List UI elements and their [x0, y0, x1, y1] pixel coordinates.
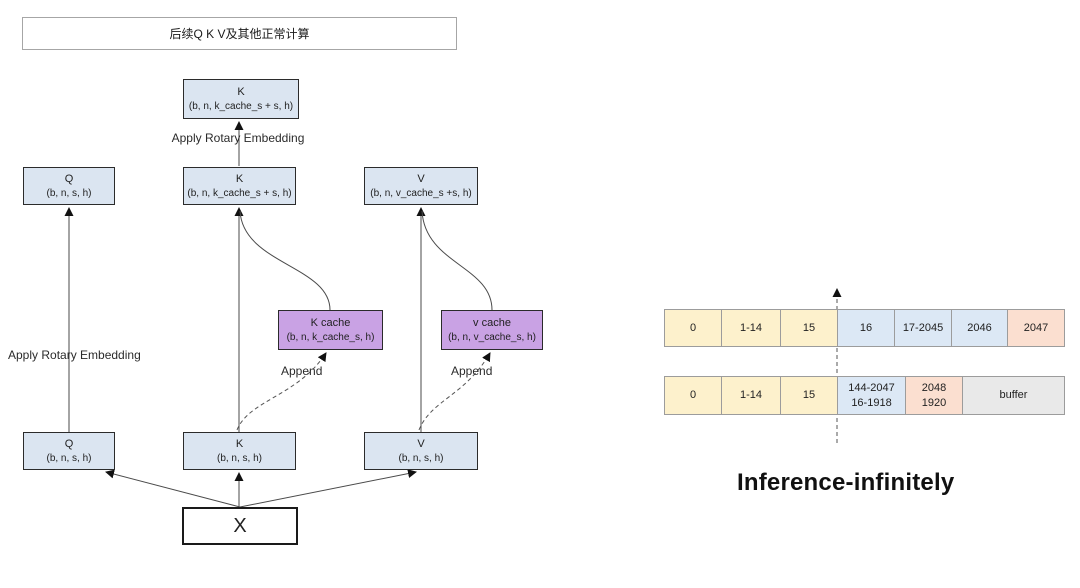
box-title: v cache	[473, 317, 511, 330]
cache-cell: 2047	[1008, 310, 1064, 346]
box-v-bottom: V (b, n, s, h)	[364, 432, 478, 470]
box-k-cache: K cache (b, n, k_cache_s, h)	[278, 310, 383, 350]
box-k-bottom: K (b, n, s, h)	[183, 432, 296, 470]
arrow-x-to-v	[239, 469, 417, 508]
box-x-input: X	[182, 507, 298, 545]
box-shape: (b, n, v_cache_s +s, h)	[370, 187, 472, 199]
box-q-bottom: Q (b, n, s, h)	[23, 432, 115, 470]
box-title: V	[417, 438, 425, 451]
cache-row-before: 0 1-14 15 16 17-2045 2046 2047	[664, 309, 1065, 347]
label-apply-rotary-top: Apply Rotary Embedding	[171, 131, 305, 145]
box-title: X	[233, 514, 247, 537]
box-title: V	[417, 173, 425, 186]
curve-v-cache-to-v-mid	[421, 210, 493, 311]
dashed-append-v-arrow	[418, 352, 491, 431]
box-k-top: K (b, n, k_cache_s + s, h)	[183, 79, 299, 119]
dashed-append-k-arrow	[236, 352, 327, 431]
box-shape: (b, n, k_cache_s + s, h)	[187, 187, 292, 199]
box-q-mid: Q (b, n, s, h)	[23, 167, 115, 205]
cache-cell: 15	[781, 310, 838, 346]
right-diagram-title: Inference-infinitely	[737, 469, 955, 496]
cache-cell: 15	[781, 377, 838, 414]
box-shape: (b, n, s, h)	[46, 187, 92, 199]
label-apply-rotary-left: Apply Rotary Embedding	[8, 348, 141, 362]
box-shape: (b, n, k_cache_s, h)	[286, 331, 375, 343]
banner-subsequent-compute: 后续Q K V及其他正常计算	[22, 17, 457, 50]
box-v-cache: v cache (b, n, v_cache_s, h)	[441, 310, 543, 350]
cache-cell: 1-14	[722, 377, 781, 414]
box-title: Q	[64, 438, 74, 451]
box-shape: (b, n, s, h)	[46, 452, 92, 464]
box-v-mid: V (b, n, v_cache_s +s, h)	[364, 167, 478, 205]
box-title: K	[235, 173, 244, 186]
cache-cell: 144-2047 16-1918	[838, 377, 906, 414]
box-shape: (b, n, v_cache_s, h)	[448, 331, 536, 343]
cache-cell: 17-2045	[895, 310, 952, 346]
cache-cell: 0	[665, 377, 722, 414]
box-title: Q	[64, 173, 74, 186]
cache-cell: 1-14	[722, 310, 781, 346]
cache-cell: 2046	[952, 310, 1008, 346]
box-title: K	[235, 438, 244, 451]
cache-row-after: 0 1-14 15 144-2047 16-1918 2048 1920 buf…	[664, 376, 1065, 415]
box-k-mid: K (b, n, k_cache_s + s, h)	[183, 167, 296, 205]
box-shape: (b, n, k_cache_s + s, h)	[188, 100, 294, 112]
box-title: K cache	[310, 317, 351, 330]
cache-cell: 2048 1920	[906, 377, 963, 414]
cache-cell: 0	[665, 310, 722, 346]
arrow-x-to-q	[105, 469, 241, 508]
cache-cell: buffer	[963, 377, 1064, 414]
curve-k-cache-to-k-mid	[239, 210, 331, 311]
box-shape: (b, n, s, h)	[398, 452, 444, 464]
label-append-v: Append	[451, 364, 493, 378]
box-shape: (b, n, s, h)	[216, 452, 262, 464]
banner-label: 后续Q K V及其他正常计算	[169, 27, 310, 41]
cache-cell: 16	[838, 310, 895, 346]
box-title: K	[237, 86, 245, 99]
label-append-k: Append	[281, 364, 323, 378]
